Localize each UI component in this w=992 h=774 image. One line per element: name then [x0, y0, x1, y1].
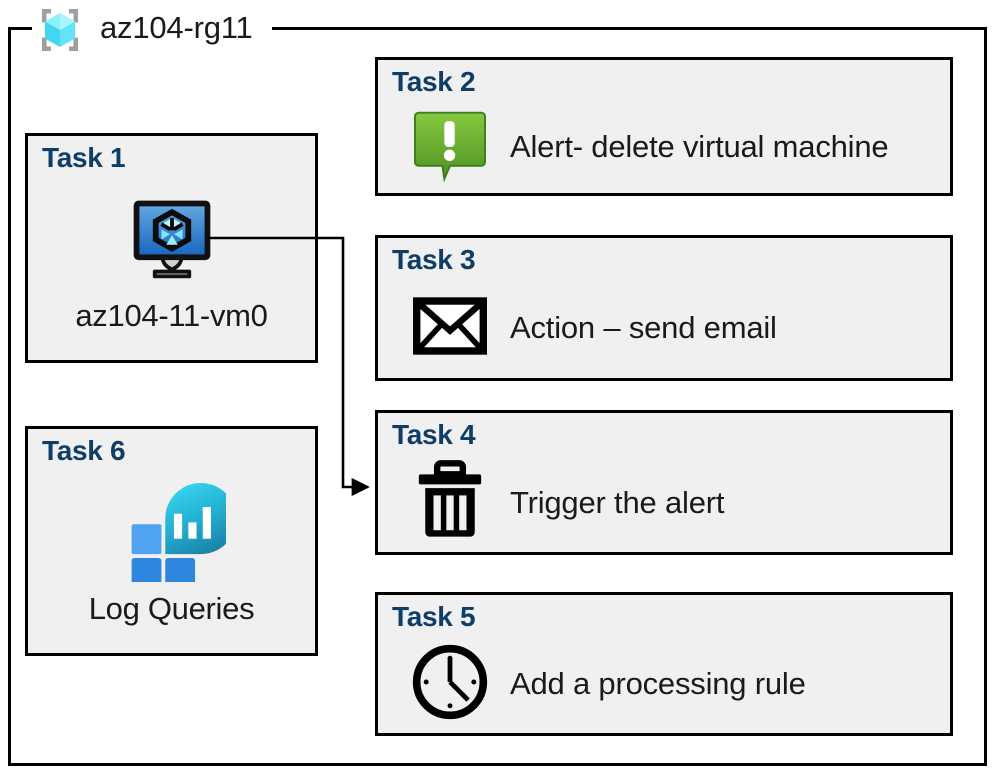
task-5-box[interactable]: Task 5 Ad: [375, 592, 953, 736]
envelope-icon: [413, 296, 487, 360]
clock-icon: [410, 642, 490, 727]
task-3-icon-slot: [412, 290, 488, 366]
frame-bottom-edge: [8, 763, 987, 766]
alert-callout-icon: [414, 105, 486, 188]
task-4-icon-slot: [412, 460, 488, 541]
task-3-row: Action – send email: [412, 282, 940, 374]
resource-group-label: az104-rg11: [100, 10, 253, 45]
task-6-title: Task 6: [42, 435, 126, 466]
task-5-title: Task 5: [392, 601, 476, 632]
task-4-title: Task 4: [392, 419, 476, 450]
task-5-caption: Add a processing rule: [510, 666, 806, 701]
task-6-icon-slot: [28, 481, 315, 588]
frame-top-edge-left: [8, 27, 32, 30]
task-2-icon-slot: [412, 109, 488, 185]
task-6-caption: Log Queries: [88, 591, 255, 626]
task-1-title: Task 1: [42, 142, 126, 173]
task-2-title: Task 2: [392, 66, 476, 97]
task-1-box[interactable]: Task 1: [25, 133, 318, 363]
task-4-caption: Trigger the alert: [510, 484, 725, 520]
task-5-icon-slot: [412, 644, 488, 722]
virtual-machine-icon: [124, 193, 220, 290]
task-2-caption: Alert- delete virtual machine: [510, 128, 889, 164]
resource-group-cube-icon: [32, 5, 88, 55]
task-3-title: Task 3: [392, 244, 476, 275]
task-2-row: Alert- delete virtual machine: [412, 104, 940, 189]
task-3-caption: Action – send email: [510, 310, 777, 345]
task-2-box[interactable]: Task 2: [375, 57, 953, 196]
task-4-box[interactable]: Task 4 Tr: [375, 410, 953, 555]
task-4-row: Trigger the alert: [412, 457, 940, 548]
log-analytics-icon: [118, 482, 236, 588]
task-5-row: Add a processing rule: [412, 639, 940, 729]
task-6-box[interactable]: Task 6: [25, 426, 318, 656]
frame-right-edge: [984, 27, 987, 766]
frame-left-edge: [8, 27, 11, 766]
task-3-box[interactable]: Task 3 Action – send email: [375, 235, 953, 381]
resource-group-frame: [8, 27, 987, 766]
task-1-icon-slot: [28, 188, 315, 294]
trash-can-icon: [417, 459, 483, 546]
frame-top-edge-right: [272, 27, 987, 30]
task-1-caption: az104-11-vm0: [75, 298, 268, 333]
